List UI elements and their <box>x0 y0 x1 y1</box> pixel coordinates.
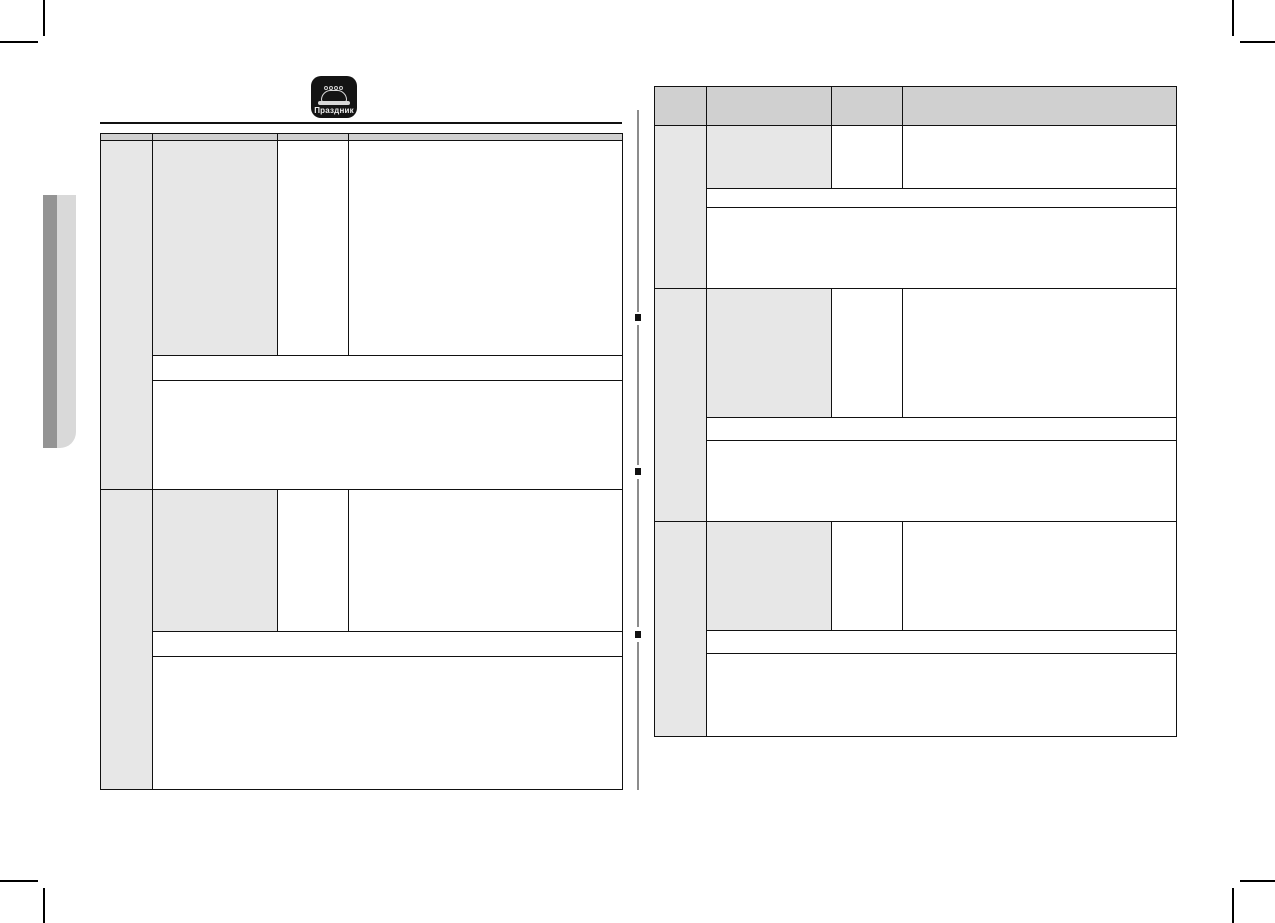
thumb-tab-dark-strip <box>43 195 57 448</box>
crop-mark-bottom-right-vertical <box>1232 888 1234 923</box>
section-thumb-tab <box>43 195 76 448</box>
table-row-band-tall <box>101 380 623 490</box>
table-row-band-tall <box>101 656 623 790</box>
gutter-rule-segment-2 <box>637 325 639 465</box>
table-row <box>654 521 1177 737</box>
row-qty-cell <box>831 288 903 418</box>
recipe-table-right <box>654 86 1177 737</box>
header-cell-name <box>706 86 832 126</box>
brand-wordmark: Праздник <box>314 106 354 115</box>
table-row-band-tall <box>655 440 1177 522</box>
row-notes-cell <box>902 521 1177 631</box>
gutter-rule-segment-1 <box>637 110 639 312</box>
row-name-cell <box>706 521 832 631</box>
row-band-tall-cell <box>152 656 623 790</box>
row-index-cell <box>654 288 707 522</box>
table-row-band-thin <box>655 417 1177 441</box>
row-band-tall-cell <box>706 207 1177 289</box>
header-cell-index <box>100 133 153 141</box>
crop-mark-top-right-horizontal <box>1240 41 1275 43</box>
gutter-rule-segment-3 <box>637 479 639 627</box>
row-band-thin-cell <box>152 631 623 657</box>
header-cell-qty <box>277 133 349 141</box>
table-row-band-thin <box>655 630 1177 654</box>
brand-logo: Праздник <box>311 76 357 118</box>
row-notes-cell <box>348 140 623 356</box>
row-name-cell <box>152 140 278 356</box>
crop-mark-bottom-right-horizontal <box>1240 880 1275 882</box>
table-row <box>100 489 623 790</box>
gutter-rule-segment-4 <box>637 642 639 790</box>
table-row <box>654 288 1177 522</box>
gutter-registration-tick-2 <box>635 468 641 475</box>
crop-mark-bottom-left-vertical <box>43 888 45 923</box>
row-band-thin-cell <box>706 417 1177 441</box>
table-header-row <box>654 86 1177 126</box>
row-band-thin-cell <box>152 355 623 381</box>
crop-mark-top-left-vertical <box>43 0 45 36</box>
table-row <box>654 125 1177 289</box>
row-band-thin-cell <box>706 630 1177 654</box>
covered-dish-icon <box>318 86 350 105</box>
row-index-cell <box>100 140 153 490</box>
header-cell-notes <box>348 133 623 141</box>
row-band-tall-cell <box>706 653 1177 737</box>
table-row <box>100 140 623 490</box>
row-notes-cell <box>902 125 1177 189</box>
crop-mark-bottom-left-horizontal <box>0 880 38 882</box>
dish-plate <box>318 101 350 105</box>
gutter-registration-tick-3 <box>635 631 641 638</box>
table-header-row <box>100 133 623 141</box>
crop-mark-top-right-vertical <box>1232 0 1234 36</box>
header-cell-name <box>152 133 278 141</box>
row-name-cell <box>706 125 832 189</box>
row-qty-cell <box>277 489 349 632</box>
row-qty-cell <box>831 521 903 631</box>
row-qty-cell <box>831 125 903 189</box>
row-name-cell <box>152 489 278 632</box>
row-band-thin-cell <box>706 188 1177 208</box>
table-row-band-tall <box>655 653 1177 737</box>
gutter-registration-tick-1 <box>635 314 641 321</box>
thumb-tab-light-strip <box>57 195 76 448</box>
recipe-table-left <box>100 133 623 790</box>
left-page-top-rule <box>100 122 622 124</box>
row-qty-cell <box>277 140 349 356</box>
row-notes-cell <box>348 489 623 632</box>
header-cell-qty <box>831 86 903 126</box>
table-row-band-thin <box>655 188 1177 208</box>
row-band-tall-cell <box>706 440 1177 522</box>
row-name-cell <box>706 288 832 418</box>
row-notes-cell <box>902 288 1177 418</box>
table-row-band-thin <box>101 355 623 381</box>
header-cell-notes <box>902 86 1177 126</box>
header-cell-index <box>654 86 707 126</box>
row-band-tall-cell <box>152 380 623 490</box>
table-row-band-tall <box>655 207 1177 289</box>
crop-mark-top-left-horizontal <box>0 41 38 43</box>
row-index-cell <box>654 521 707 737</box>
table-row-band-thin <box>101 631 623 657</box>
row-index-cell <box>100 489 153 790</box>
row-index-cell <box>654 125 707 289</box>
